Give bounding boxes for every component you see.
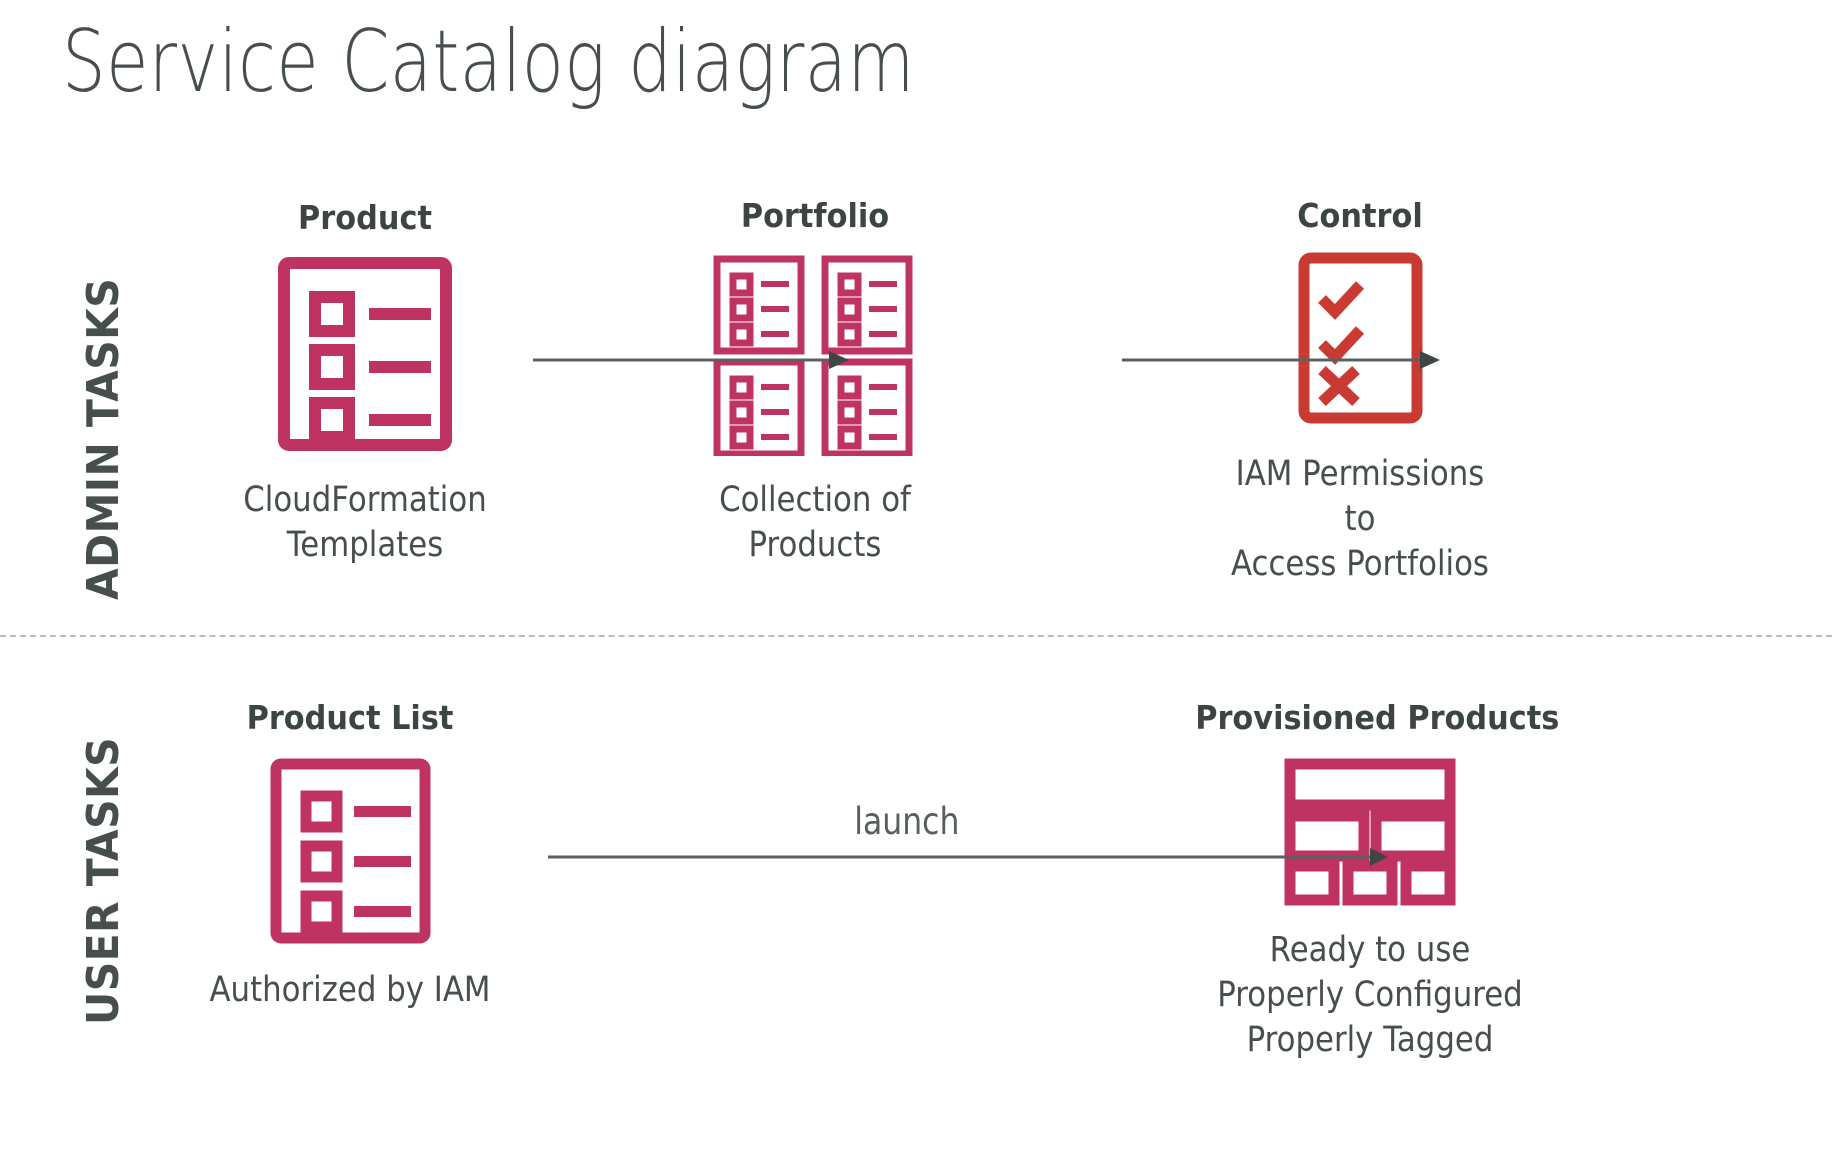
node-product-list-caption: Authorized by IAM <box>209 970 491 1011</box>
band-label-user-tasks: USER TASKS <box>78 736 129 1025</box>
arrow-product-to-portfolio <box>533 348 849 377</box>
four-documents-grid-icon-wrap <box>655 254 975 457</box>
checklist-document-icon <box>270 758 430 944</box>
node-portfolio-title: Portfolio <box>740 196 890 235</box>
four-documents-grid-icon <box>713 255 913 457</box>
node-product: Product CloudFormation Templates <box>205 198 525 568</box>
node-product-caption: CloudFormation Templates <box>243 480 487 566</box>
node-product-list: Product List Authorized by IAM <box>190 698 510 1013</box>
node-control-caption: IAM Permissions to Access Portfolios <box>1230 454 1489 584</box>
node-provisioned-products-caption: Ready to use Properly Configured Properl… <box>1217 930 1523 1060</box>
arrow-launch-label: launch <box>854 800 960 843</box>
page-title: Service Catalog diagram <box>62 12 915 112</box>
band-label-admin-tasks: ADMIN TASKS <box>78 277 129 600</box>
node-portfolio: Portfolio <box>655 196 975 568</box>
node-control-title: Control <box>1297 196 1423 235</box>
node-product-list-title: Product List <box>246 698 454 737</box>
node-provisioned-products: Provisioned Products Ready to use Proper… <box>1180 698 1560 1063</box>
node-control: Control IAM Permissions to Access Portfo… <box>1200 196 1520 587</box>
checkmarks-and-cross-document-icon <box>1298 252 1422 424</box>
node-portfolio-caption: Collection of Products <box>719 480 911 566</box>
dashboard-layout-icon <box>1284 758 1456 906</box>
arrow-launch <box>548 845 1388 874</box>
node-product-title: Product <box>298 198 432 237</box>
checklist-document-icon <box>278 257 452 452</box>
arrow-portfolio-to-control <box>1122 348 1440 377</box>
node-provisioned-products-title: Provisioned Products <box>1195 698 1560 737</box>
checkmarks-and-cross-document-icon-wrap <box>1200 252 1520 424</box>
band-divider <box>0 635 1832 637</box>
checklist-document-icon-wrap-2 <box>190 756 510 946</box>
dashboard-layout-icon-wrap <box>1180 758 1560 906</box>
checklist-document-icon-wrap <box>205 254 525 454</box>
